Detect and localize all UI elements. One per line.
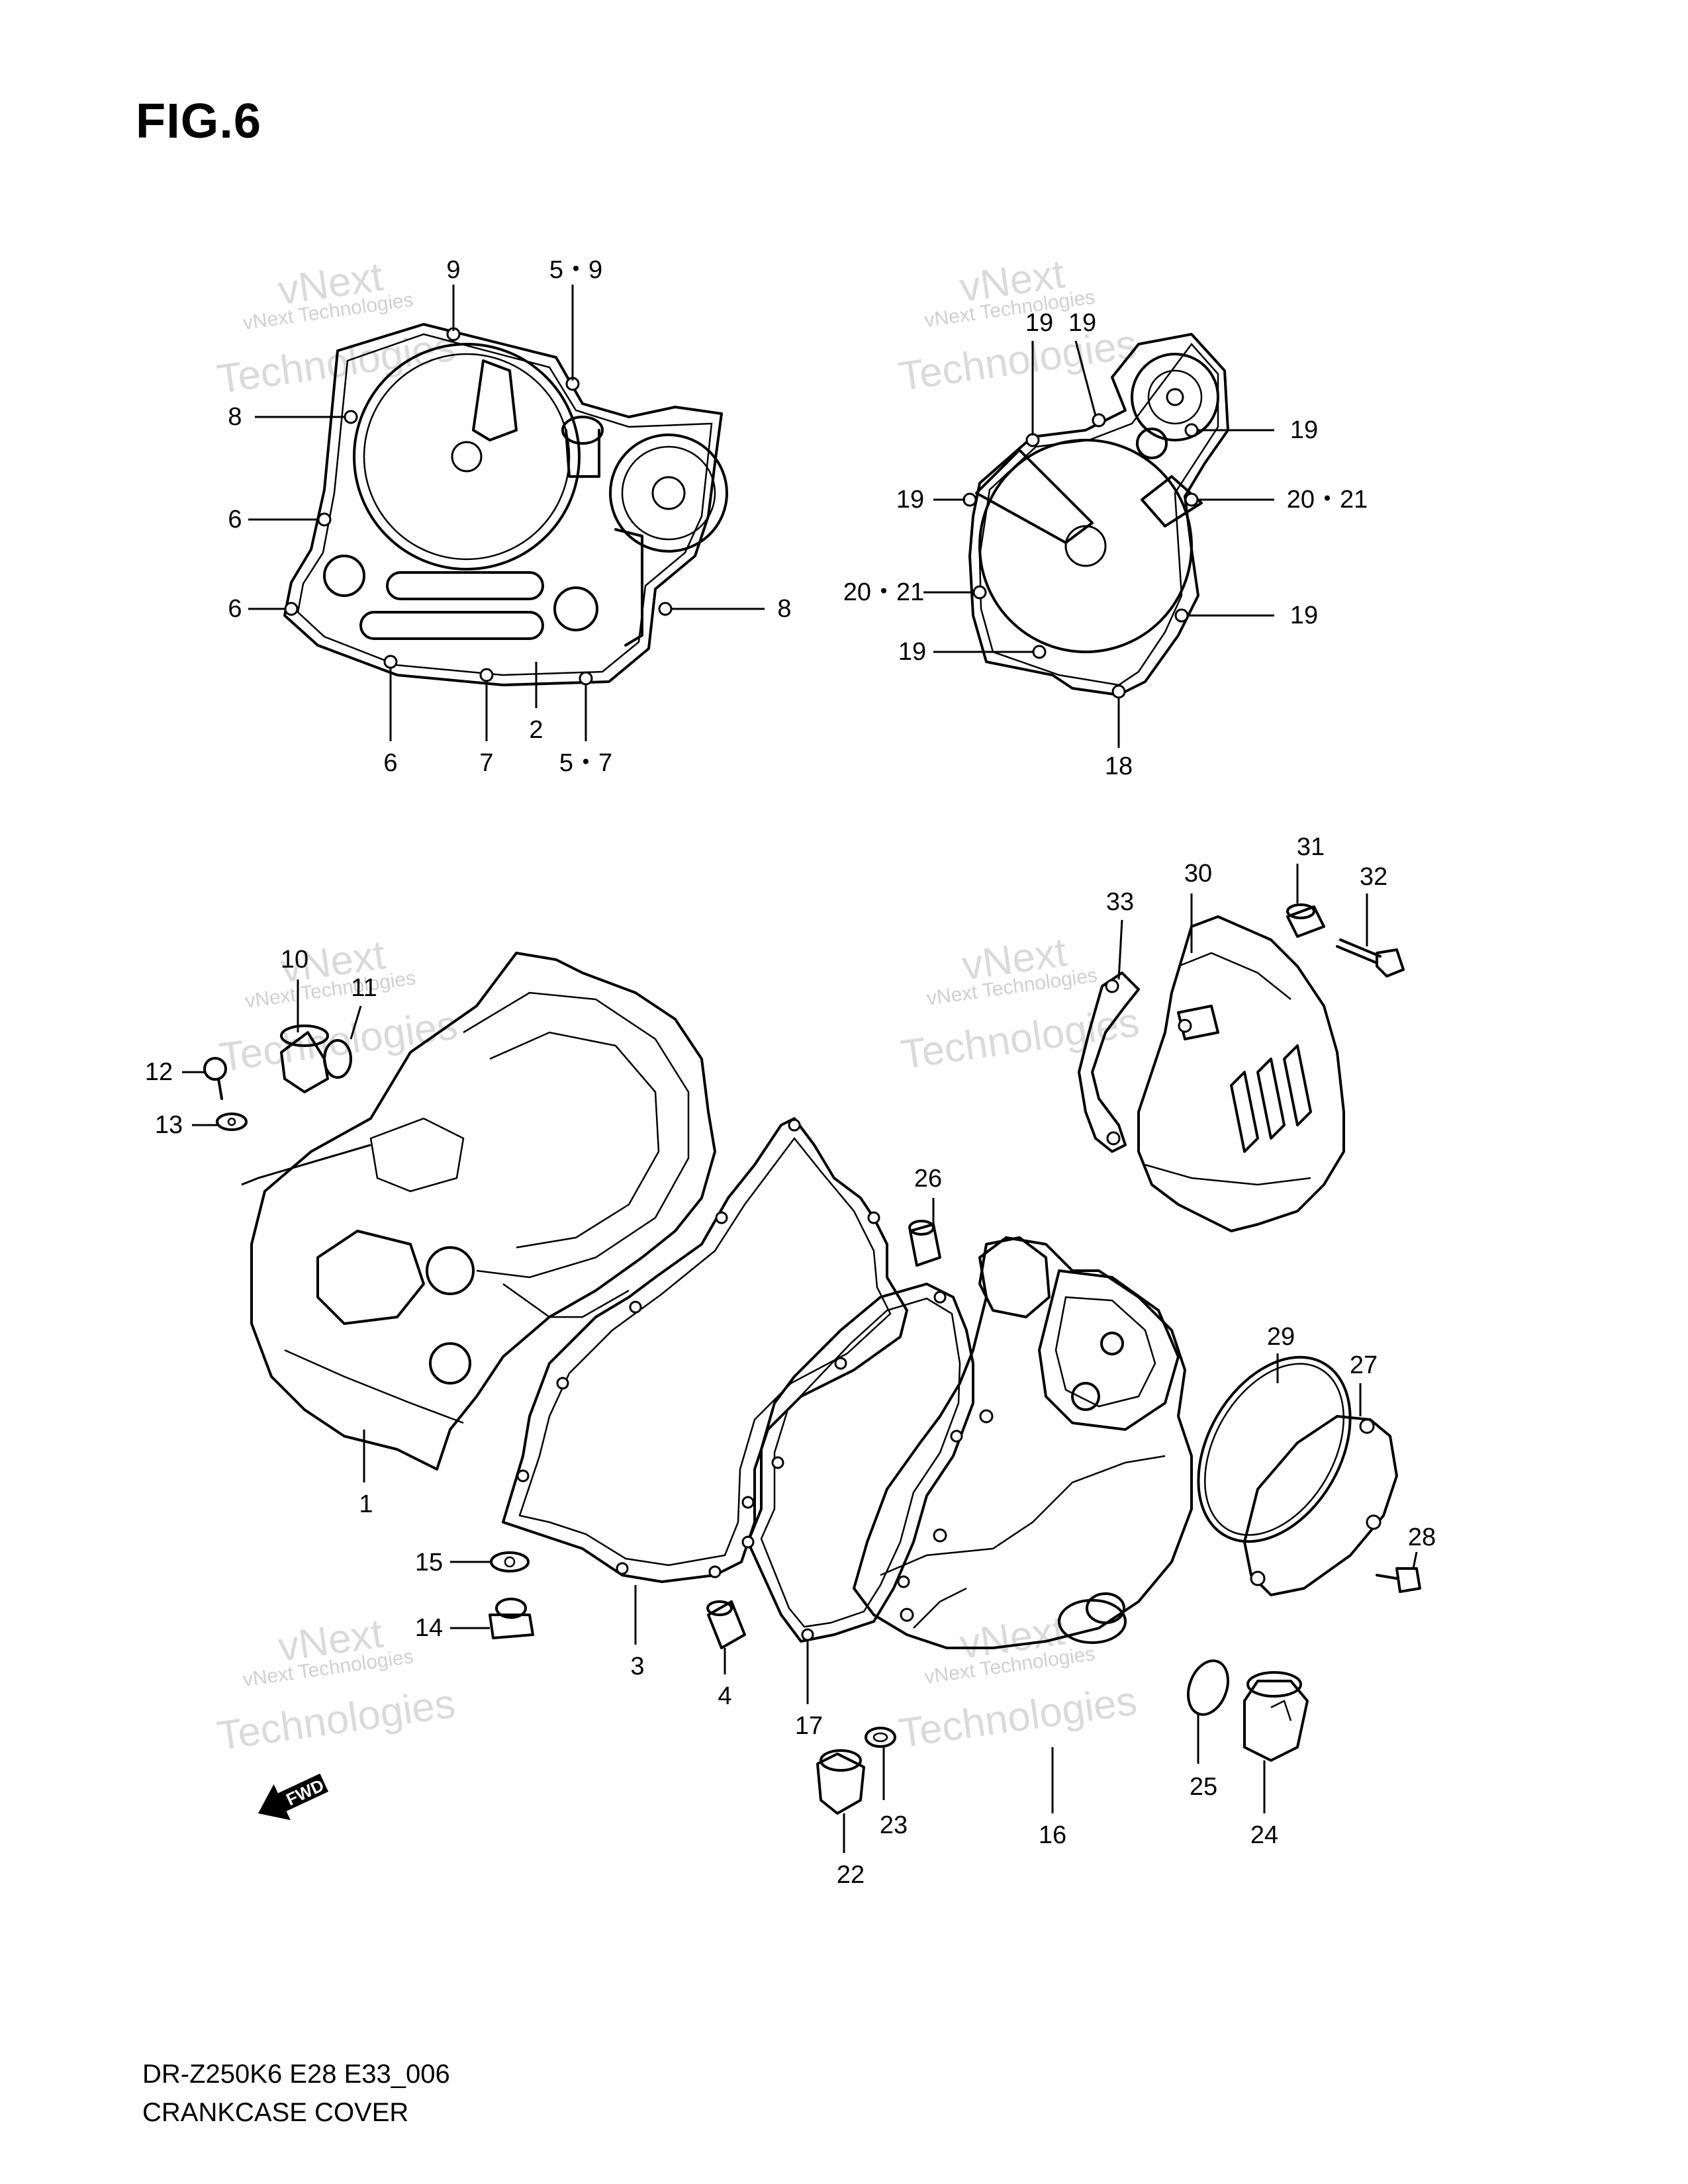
part-1-clutch-cover [250,952,716,1471]
callout-10: 10 [281,946,308,974]
callout-30: 30 [1184,860,1212,887]
callout-18: 18 [1105,752,1133,780]
part-17-gasket [741,1283,974,1643]
callout-19: 19 [898,638,926,666]
callout-8: 8 [228,403,242,431]
model-code: DR-Z250K6 E28 E33_006 [142,2060,450,2089]
callout-20-21: 20・21 [843,578,925,606]
callout-19: 19 [1290,416,1318,444]
part-32-bolt [1336,938,1405,978]
callout-3: 3 [630,1653,644,1680]
callout-4: 4 [718,1682,731,1710]
callout-29: 29 [1267,1323,1295,1351]
part-26-dowel-pin [908,1220,941,1267]
callout-25: 25 [1190,1773,1217,1801]
callout-7: 7 [479,749,493,777]
callout-20-21: 20・21 [1287,486,1368,514]
leader-lines-top-right [923,340,1274,748]
callout-5-7: 5・7 [559,749,612,777]
fwd-arrow-icon: FWD [258,1773,329,1821]
part-14-15-drain-bolt [489,1551,534,1639]
part-3-gasket [502,1117,908,1583]
callout-26: 26 [914,1165,942,1193]
watermark-big: Technologies [896,1678,1140,1756]
callout-19: 19 [896,486,924,514]
callout-6: 6 [228,506,242,533]
part-31-spacer [1286,903,1325,938]
leader-lines-top-left [248,285,765,741]
callout-32: 32 [1360,863,1387,891]
callout-28: 28 [1408,1524,1436,1551]
watermark-big: Technologies [898,999,1142,1078]
section-name: CRANKCASE COVER [142,2098,409,2127]
callout-16: 16 [1039,1821,1066,1849]
part-30-outer-cover [1137,915,1345,1232]
part-27-cap [1243,1415,1398,1596]
diagram-footer: DR-Z250K6 E28 E33_006 CRANKCASE COVER [142,2055,450,2132]
callout-19: 19 [1290,602,1318,629]
leader-lines-lower [182,864,1418,1853]
callout-22: 22 [837,1861,865,1889]
callout-19: 19 [1025,309,1053,337]
magneto-cover-inner-view [962,333,1229,699]
callout-15: 15 [415,1549,443,1576]
watermark-big: Technologies [214,1681,458,1760]
watermark-big: Technologies [896,321,1140,400]
part-28-bolt [1376,1567,1421,1593]
part-16-magneto-cover [853,1236,1193,1649]
callout-14: 14 [415,1614,443,1642]
callout-33: 33 [1106,888,1134,916]
part-12-13-bolt-washer [203,1057,248,1131]
callout-13: 13 [155,1111,183,1139]
callout-6: 6 [228,595,242,623]
part-4-dowel-pin [706,1600,746,1649]
part-25-o-ring [1187,1659,1229,1716]
callout-27: 27 [1350,1351,1378,1379]
callout-numbers: 9 5・9 8 6 6 8 6 7 2 5・7 19 19 19 19 20・2… [145,256,1436,1889]
callout-23: 23 [880,1811,908,1839]
clutch-cover-inner-view [283,323,728,686]
figure-title: FIG.6 [136,93,262,148]
callout-6: 6 [383,749,397,777]
callout-1: 1 [359,1490,373,1518]
part-22-23-plug-washer [816,1727,896,1815]
callout-2: 2 [529,716,543,744]
callout-8: 8 [777,595,791,623]
part-33-bracket [1078,972,1140,1153]
fwd-label: FWD [283,1775,327,1809]
callout-17: 17 [795,1712,823,1740]
callout-24: 24 [1250,1821,1278,1849]
callout-9: 9 [446,256,460,284]
callout-5-9: 5・9 [549,256,602,284]
callout-19: 19 [1068,309,1096,337]
callout-31: 31 [1297,833,1325,861]
part-24-plug [1243,1671,1309,1762]
callout-11: 11 [351,974,377,1002]
part-10-11-filler-cap [280,1024,352,1093]
part-29-o-ring [1197,1355,1352,1543]
callout-12: 12 [145,1058,173,1086]
